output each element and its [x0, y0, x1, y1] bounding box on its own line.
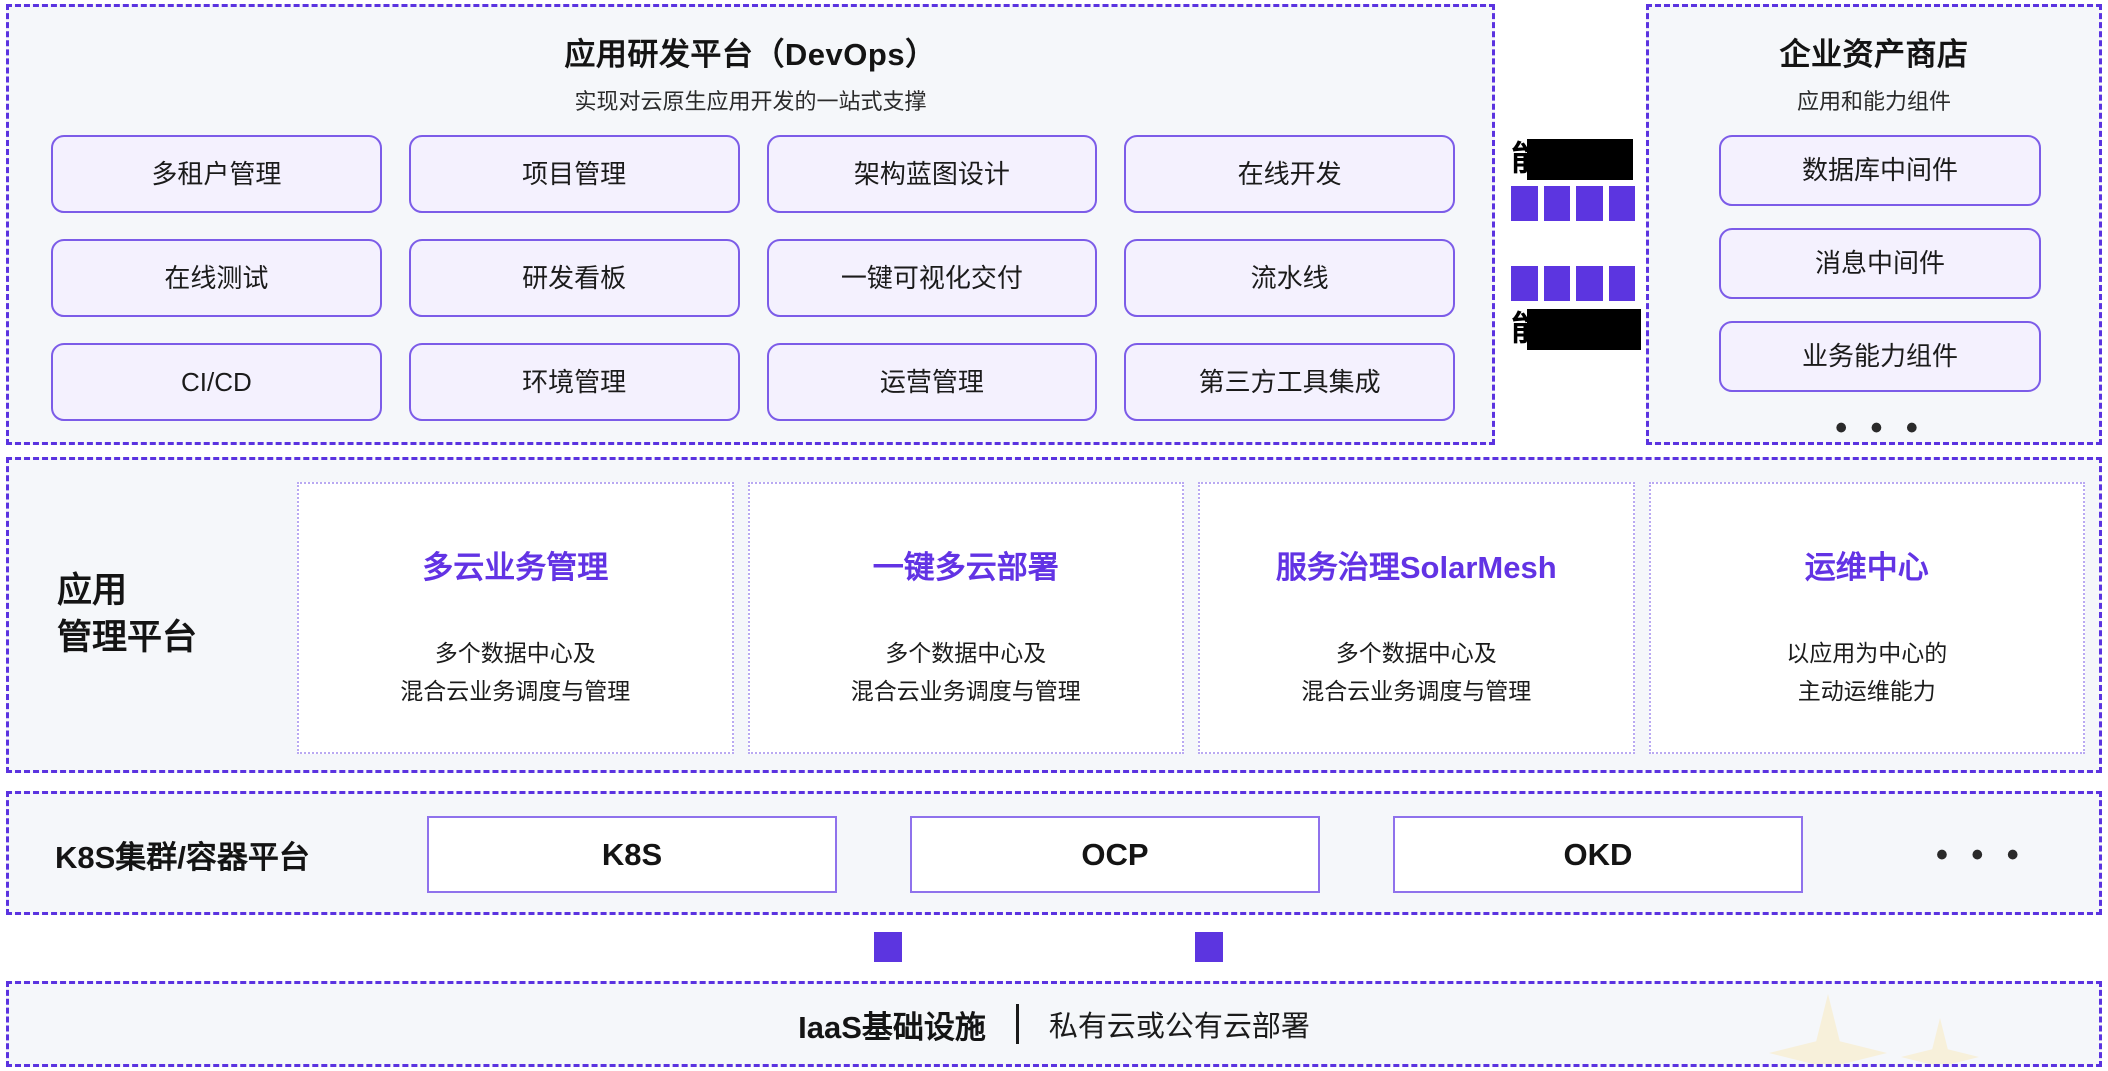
devops-panel-title: 应用研发平台（DevOps） — [564, 37, 937, 72]
devops-chip[interactable]: 架构蓝图设计 — [766, 135, 1098, 213]
management-card[interactable]: 服务治理SolarMesh 多个数据中心及 混合云业务调度与管理 — [1198, 482, 1635, 754]
devops-chip[interactable]: 运营管理 — [766, 343, 1098, 421]
redaction-bar — [1527, 309, 1641, 350]
k8s-more-ellipsis: • • • — [1936, 835, 2026, 874]
devops-chip[interactable]: 多租户管理 — [51, 135, 382, 213]
k8s-distribution-item[interactable]: OKD — [1393, 816, 1803, 893]
devops-capability-grid: 多租户管理 项目管理 架构蓝图设计 在线开发 在线测试 研发看板 一键可视化交付… — [51, 135, 1455, 421]
connector-square — [1543, 266, 1570, 301]
management-label-line1: 应用 — [57, 571, 128, 610]
k8s-distribution-item[interactable]: K8S — [427, 816, 837, 893]
iaas-title: IaaS基础设施 — [798, 1009, 986, 1045]
management-card[interactable]: 运维中心 以应用为中心的 主动运维能力 — [1648, 482, 2085, 754]
asset-store-subtitle: 应用和能力组件 — [1796, 89, 1951, 114]
layer-connector-square — [1195, 932, 1223, 962]
devops-chip[interactable]: 一键可视化交付 — [766, 239, 1098, 317]
connector-square — [1608, 266, 1635, 301]
management-card-desc: 多个数据中心及 混合云业务调度与管理 — [1301, 640, 1532, 704]
redacted-label-top: 能 — [1511, 139, 1635, 180]
devops-chip[interactable]: 在线开发 — [1124, 135, 1455, 213]
connector-square-row-bottom — [1511, 266, 1635, 301]
redaction-bar — [1527, 139, 1633, 180]
management-card[interactable]: 多云业务管理 多个数据中心及 混合云业务调度与管理 — [297, 482, 734, 754]
management-card-title: 运维中心 — [1804, 550, 1929, 585]
iaas-subtitle: 私有云或公有云部署 — [1048, 1011, 1310, 1043]
iaas-content: IaaS基础设施 私有云或公有云部署 — [9, 984, 2099, 1064]
devops-panel-subtitle: 实现对云原生应用开发的一站式支撑 — [574, 89, 927, 114]
asset-store-more-ellipsis: • • • — [1835, 409, 1925, 447]
management-card-title: 一键多云部署 — [872, 550, 1059, 585]
devops-chip[interactable]: CI/CD — [51, 343, 382, 421]
asset-store-list: 数据库中间件 消息中间件 业务能力组件 — [1719, 135, 2041, 392]
devops-chip[interactable]: 环境管理 — [408, 343, 740, 421]
devops-chip[interactable]: 流水线 — [1124, 239, 1455, 317]
management-card-desc: 多个数据中心及 混合云业务调度与管理 — [400, 640, 631, 704]
management-card-desc: 多个数据中心及 混合云业务调度与管理 — [850, 640, 1081, 704]
devops-platform-panel: 应用研发平台（DevOps） 实现对云原生应用开发的一站式支撑 多租户管理 项目… — [6, 4, 1495, 445]
devops-chip[interactable]: 第三方工具集成 — [1124, 343, 1455, 421]
connector-square — [1576, 266, 1603, 301]
k8s-container-platform-panel: K8S集群/容器平台 K8S OCP OKD • • • — [6, 791, 2102, 915]
management-card[interactable]: 一键多云部署 多个数据中心及 混合云业务调度与管理 — [747, 482, 1184, 754]
connector-square-row-top — [1511, 186, 1635, 221]
devops-chip[interactable]: 项目管理 — [408, 135, 740, 213]
devops-chip[interactable]: 在线测试 — [51, 239, 382, 317]
enterprise-asset-store-panel: 企业资产商店 应用和能力组件 数据库中间件 消息中间件 业务能力组件 • • • — [1646, 4, 2102, 445]
middle-connector-column: 能 能 — [1501, 4, 1641, 445]
connector-square — [1543, 186, 1570, 221]
k8s-distribution-list: K8S OCP OKD • • • — [427, 816, 2026, 893]
asset-store-item[interactable]: 消息中间件 — [1719, 228, 2041, 299]
management-label-line2: 管理平台 — [57, 617, 198, 657]
connector-square — [1511, 266, 1538, 301]
management-platform-label: 应用 管理平台 — [57, 568, 197, 662]
connector-square — [1576, 186, 1603, 221]
management-card-title: 服务治理SolarMesh — [1275, 550, 1557, 585]
asset-store-item[interactable]: 业务能力组件 — [1719, 321, 2041, 392]
k8s-platform-label: K8S集群/容器平台 — [55, 840, 310, 875]
management-card-desc: 以应用为中心的 主动运维能力 — [1786, 640, 1948, 704]
layer-connector-square — [874, 932, 902, 962]
redacted-label-bottom: 能 — [1511, 309, 1641, 350]
application-management-platform-panel: 应用 管理平台 多云业务管理 多个数据中心及 混合云业务调度与管理 一键多云部署… — [6, 457, 2102, 773]
connector-square — [1608, 186, 1635, 221]
iaas-divider — [1015, 1004, 1019, 1044]
management-card-title: 多云业务管理 — [422, 550, 609, 585]
devops-chip[interactable]: 研发看板 — [408, 239, 740, 317]
management-card-row: 多云业务管理 多个数据中心及 混合云业务调度与管理 一键多云部署 多个数据中心及… — [297, 482, 2085, 754]
asset-store-item[interactable]: 数据库中间件 — [1719, 135, 2041, 206]
iaas-infrastructure-panel: IaaS基础设施 私有云或公有云部署 — [6, 981, 2102, 1067]
connector-square — [1511, 186, 1538, 221]
k8s-distribution-item[interactable]: OCP — [910, 816, 1320, 893]
asset-store-title: 企业资产商店 — [1779, 37, 1969, 72]
